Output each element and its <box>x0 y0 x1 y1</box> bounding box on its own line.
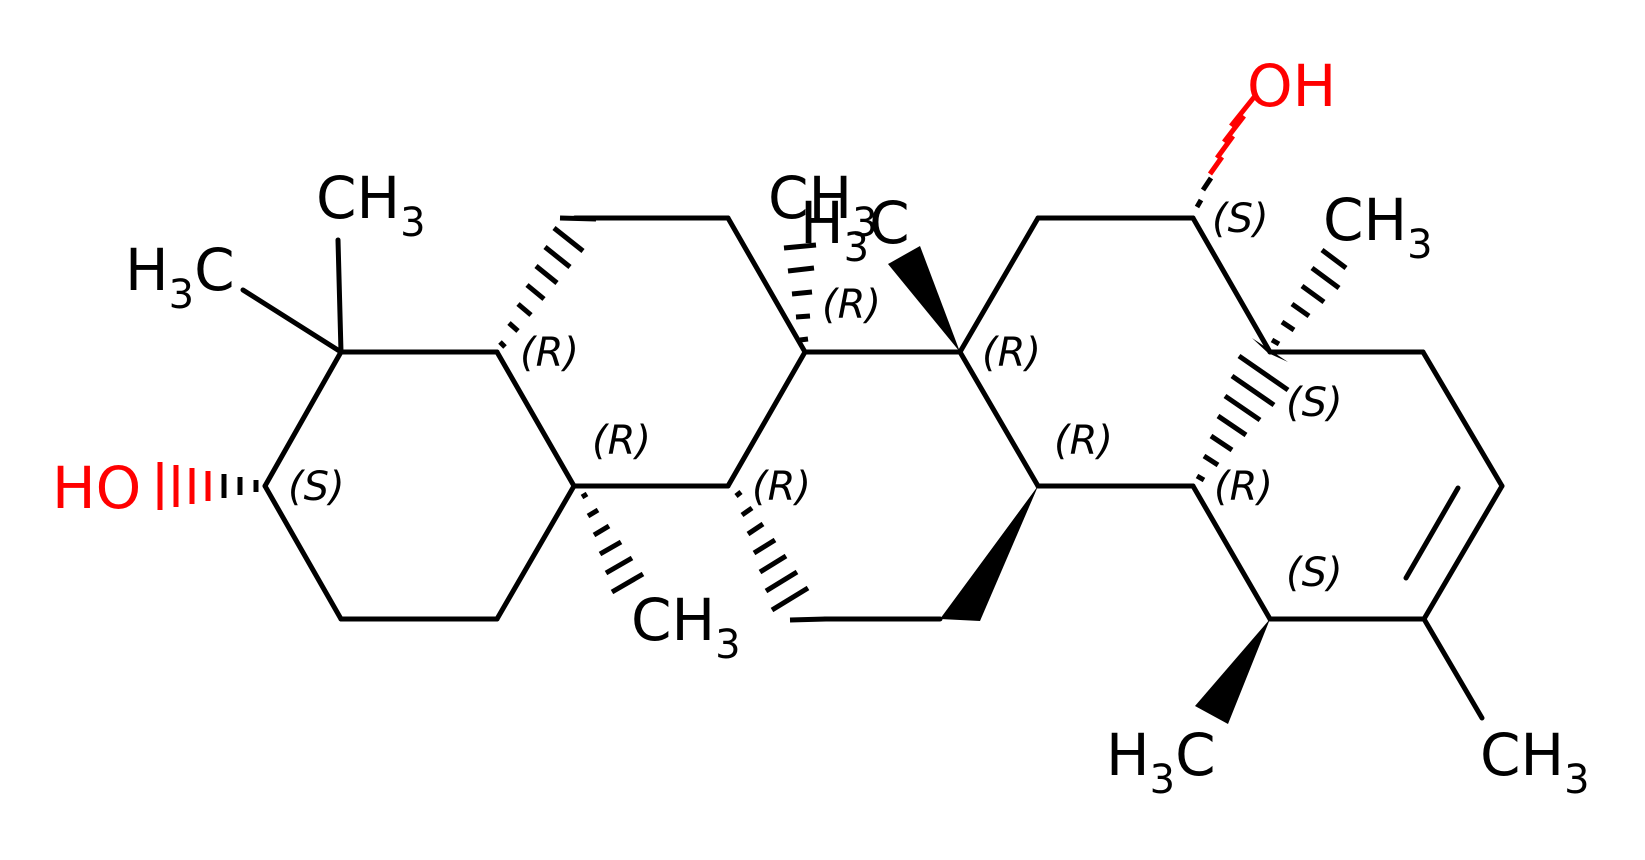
atom-label-ch3: CH3 <box>1323 186 1433 268</box>
hashed-bond <box>1270 248 1348 347</box>
stereo-label: (S) <box>1286 380 1343 426</box>
hashed-bond <box>783 242 817 343</box>
hashed-bond <box>734 490 827 623</box>
bond <box>1190 215 1273 355</box>
stereo-label: (R) <box>592 418 651 464</box>
atom-label-h3c: H3C <box>800 189 910 271</box>
bond <box>1190 483 1273 622</box>
bond <box>1421 483 1505 622</box>
atom-label-ch3: CH3 <box>316 164 426 246</box>
bond-lines <box>240 215 1505 721</box>
hashed-bond <box>580 491 645 595</box>
wedge-bond <box>1195 619 1270 724</box>
bond <box>957 215 1041 355</box>
wedge-bonds <box>888 246 1270 724</box>
atom-label-ch3: CH3 <box>631 586 741 668</box>
bond <box>1421 616 1485 721</box>
hashed-bond <box>1195 338 1290 483</box>
stereo-label: (R) <box>822 282 881 328</box>
hashed-bond-ho <box>157 462 259 510</box>
stereo-label: (R) <box>982 330 1041 376</box>
hashed-bond <box>498 215 597 349</box>
atom-label-oh: OH <box>1247 52 1336 120</box>
bond <box>262 349 344 489</box>
stereo-label: (S) <box>1212 196 1269 242</box>
atom-label-ho: HO <box>52 454 141 522</box>
stereo-label: (R) <box>752 464 811 510</box>
atom-labels: OH HO CH3 H3C CH3 H3C CH3 CH3 H3C CH3 <box>52 52 1590 803</box>
atom-label-h3c: H3C <box>125 236 235 318</box>
bond <box>262 483 344 622</box>
bond <box>725 215 808 355</box>
hashed-bond-oh <box>1194 94 1257 209</box>
stereo-label: (S) <box>1286 550 1343 596</box>
hashed-bonds <box>157 94 1348 623</box>
stereo-label: (R) <box>520 330 579 376</box>
bond <box>494 483 577 622</box>
bond <box>1420 349 1505 489</box>
stereo-label: (R) <box>1214 464 1273 510</box>
wedge-bond <box>888 246 960 352</box>
stereo-labels: (S) (R) (R) (R) (R) (R) (R) (S) (S) (R) … <box>288 196 1343 596</box>
bond <box>335 237 344 355</box>
bond <box>725 349 808 489</box>
stereo-label: (S) <box>288 464 345 510</box>
bond <box>240 287 344 355</box>
atom-label-h3c: H3C <box>1106 721 1216 803</box>
bond <box>957 349 1041 489</box>
atom-label-ch3: CH3 <box>1480 721 1590 803</box>
stereo-label: (R) <box>1054 418 1113 464</box>
atom-label-ch3: CH3 <box>768 164 878 246</box>
wedge-bond <box>940 486 1038 621</box>
bond <box>494 349 577 489</box>
bond <box>1403 485 1461 581</box>
